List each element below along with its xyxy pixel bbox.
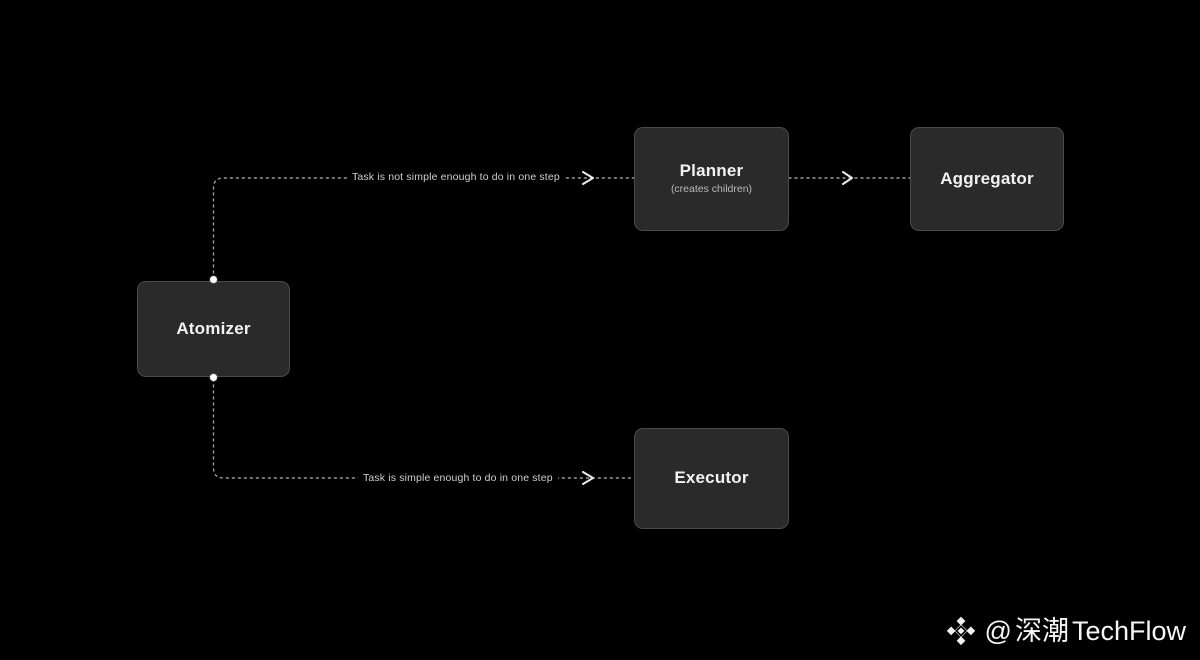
arrowhead-to-planner (581, 170, 595, 186)
edge-label-not-simple: Task is not simple enough to do in one s… (347, 170, 565, 184)
node-aggregator-title: Aggregator (940, 168, 1034, 188)
node-aggregator[interactable]: Aggregator (910, 127, 1064, 231)
node-planner-title: Planner (679, 160, 744, 180)
handle-atomizer-top[interactable] (210, 275, 217, 283)
watermark: @ 深潮 TechFlow (946, 616, 1186, 646)
watermark-name-cn: 深潮 (1014, 615, 1069, 646)
binance-diamond-logo-icon (946, 616, 975, 646)
arrowhead-to-executor (581, 470, 595, 486)
node-executor-title: Executor (674, 468, 749, 488)
node-executor[interactable]: Executor (634, 428, 789, 529)
edge-atomizer-to-executor (212, 378, 635, 479)
node-atomizer[interactable]: Atomizer (137, 281, 290, 377)
node-atomizer-title: Atomizer (176, 318, 251, 338)
node-planner-subtitle: (creates children) (670, 183, 753, 196)
edge-label-simple: Task is simple enough to do in one step (358, 471, 558, 485)
arrowhead-to-aggregator (841, 170, 854, 186)
node-planner[interactable]: Planner (creates children) (634, 127, 789, 231)
edge-atomizer-to-planner (212, 177, 635, 280)
watermark-handle: @ (984, 615, 1012, 646)
handle-atomizer-bottom[interactable] (210, 374, 217, 381)
watermark-name-en: TechFlow (1071, 615, 1186, 646)
